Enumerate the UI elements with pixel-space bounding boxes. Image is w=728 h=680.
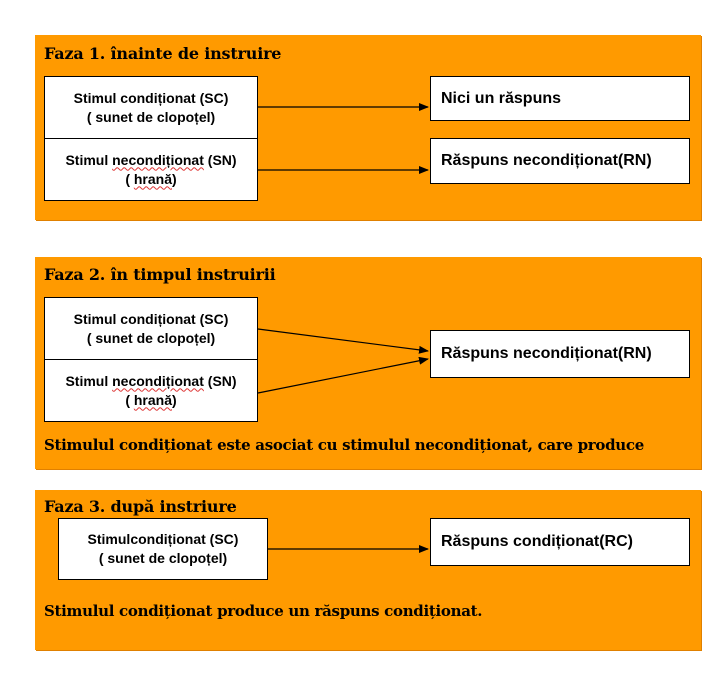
conditioned-stimulus-label: Stimulcondiționat (SC) (88, 530, 239, 549)
conditioned-stimulus-example: ( sunet de clopoțel) (86, 329, 216, 346)
phase-1-title: Faza 1. înainte de instruire (44, 44, 282, 63)
unconditioned-response-label: Răspuns necondiționat(RN) (441, 152, 652, 169)
arrow-phase2-sn-to-rn (257, 356, 429, 394)
paren-open: ( (125, 391, 134, 408)
conditioned-stimulus-label: Stimul condiționat (SC) (73, 310, 229, 327)
phase-2-title: Faza 2. în timpul instruirii (44, 265, 276, 284)
phase-2-unconditioned-response-box: Răspuns necondiționat(RN) (430, 330, 690, 378)
paren-open: ( (125, 170, 134, 187)
unconditioned-stimulus-abbr: (SN) (203, 372, 237, 389)
phase-2-unconditioned-stimulus-box: Stimul necondiționat (SN) ( hrană) (44, 359, 258, 422)
phase-3-conditioned-stimulus-box: Stimulcondiționat (SC) ( sunet de clopoț… (58, 518, 268, 580)
food-word: hrană (133, 391, 172, 408)
phase-1-response-none-box: Nici un răspuns (430, 76, 690, 121)
phase-2-conditioned-stimulus-box: Stimul condiționat (SC) ( sunet de clopo… (44, 297, 258, 360)
conditioned-stimulus-example: ( sunet de clopoțel) (98, 550, 228, 566)
conditioned-stimulus-example: ( sunet de clopoțel) (86, 108, 216, 125)
unconditioned-word: necondiționat (112, 372, 204, 389)
phase-3-conditioned-response-box: Răspuns condiționat(RC) (430, 518, 690, 566)
stimulus-word: Stimul (87, 531, 131, 547)
unconditioned-stimulus-label: Stimul necondiționat (SN) (65, 372, 236, 391)
unconditioned-stimulus-word: Stimul (65, 372, 113, 389)
unconditioned-word: necondiționat (112, 151, 204, 168)
conditioned-word: condiționat (SC) (130, 531, 239, 547)
phase-3-note: Stimulul condiționat produce un răspuns … (44, 602, 483, 620)
unconditioned-stimulus-example: ( hrană) (125, 170, 176, 189)
phase-1-conditioned-stimulus-box: Stimul condiționat (SC) ( sunet de clopo… (44, 76, 258, 139)
phase-1-unconditioned-response-box: Răspuns necondiționat(RN) (430, 138, 690, 184)
phase-1-unconditioned-stimulus-box: Stimul necondiționat (SN) ( hrană) (44, 138, 258, 201)
unconditioned-response-label: Răspuns necondiționat(RN) (441, 345, 652, 362)
phase-3-title: Faza 3. după instriure (44, 497, 237, 516)
arrow-phase2-sc-to-rn (257, 328, 429, 354)
unconditioned-stimulus-word: Stimul (65, 151, 113, 168)
no-response-label: Nici un răspuns (441, 89, 562, 107)
phase-2-note: Stimulul condiționat este asociat cu sti… (44, 436, 644, 454)
food-word: hrană (133, 170, 172, 187)
unconditioned-stimulus-example: ( hrană) (125, 391, 176, 410)
conditioned-response-label: Răspuns condiționat(RC) (441, 533, 633, 550)
paren-close: ) (172, 391, 177, 408)
conditioned-stimulus-label: Stimul condiționat (SC) (73, 89, 229, 106)
unconditioned-stimulus-label: Stimul necondiționat (SN) (65, 151, 236, 170)
unconditioned-stimulus-abbr: (SN) (203, 151, 237, 168)
paren-close: ) (172, 170, 177, 187)
